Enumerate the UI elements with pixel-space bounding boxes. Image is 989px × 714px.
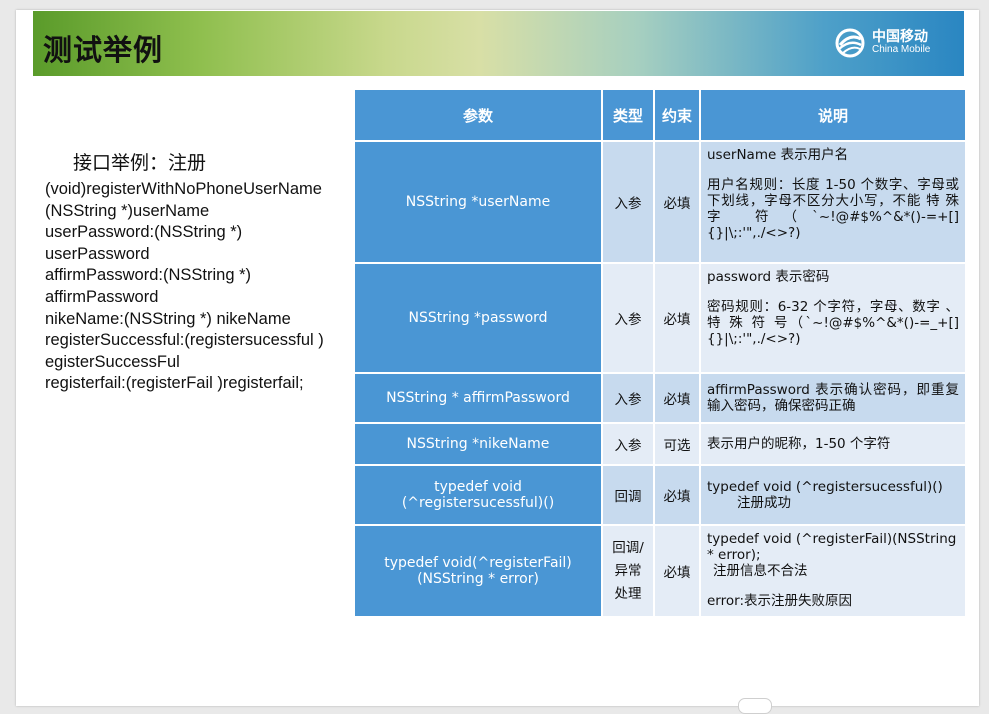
table-row: NSString *nikeName 入参 可选 表示用户的昵称，1-50 个字… bbox=[353, 422, 967, 466]
param-type: 入参 bbox=[601, 422, 655, 466]
description-line: 注册信息不合法 bbox=[713, 563, 808, 579]
interface-example-heading: 接口举例：注册 bbox=[73, 152, 207, 174]
param-constraint: 必填 bbox=[653, 140, 701, 264]
slide-title: 测试举例 bbox=[43, 33, 164, 67]
parameter-table: 参数 类型 约束 说明 NSString *userName 入参 必填 use… bbox=[353, 88, 967, 618]
table-header-row: 参数 类型 约束 说明 bbox=[353, 88, 967, 142]
china-mobile-logo-icon bbox=[835, 28, 865, 58]
table-row: NSString * affirmPassword 入参 必填 affirmPa… bbox=[353, 372, 967, 424]
table-row: typedef void (^registersucessful)() 回调 必… bbox=[353, 464, 967, 526]
table-row: typedef void(^registerFail) (NSString * … bbox=[353, 524, 967, 618]
logo-text-en: China Mobile bbox=[872, 44, 931, 55]
param-type: 回调/ 异常 处理 bbox=[601, 524, 655, 618]
code-line: nikeName:(NSString *) nikeName bbox=[45, 309, 291, 328]
param-name: NSString * affirmPassword bbox=[353, 372, 603, 424]
description-line: userName 表示用户名 bbox=[707, 147, 849, 163]
china-mobile-logo: 中国移动 China Mobile bbox=[834, 25, 940, 61]
description-line: 密码规则：6-32 个字符，字母、数字 、 特 殊 符 号（`~!@#$%^&*… bbox=[707, 299, 959, 347]
code-line: (NSString *)userName bbox=[45, 201, 210, 220]
description-line: affirmPassword 表示确认密码，即重复输入密码，确保密码正确 bbox=[707, 382, 959, 414]
code-line: egisterSuccessFul bbox=[45, 352, 180, 371]
param-description: password 表示密码 密码规则：6-32 个字符，字母、数字 、 特 殊 … bbox=[699, 262, 967, 374]
param-name: NSString *password bbox=[353, 262, 603, 374]
param-name: NSString *nikeName bbox=[353, 422, 603, 466]
param-constraint: 必填 bbox=[653, 464, 701, 526]
param-description: typedef void (^registerFail)(NSString * … bbox=[699, 524, 967, 618]
param-description: userName 表示用户名 用户名规则：长度 1-50 个数字、字母或下划线，… bbox=[699, 140, 967, 264]
description-line: error:表示注册失败原因 bbox=[707, 593, 852, 609]
param-description: 表示用户的昵称，1-50 个字符 bbox=[699, 422, 967, 466]
slide-header-banner: 测试举例 中国移动 China Mobile bbox=[33, 11, 964, 76]
code-line: userPassword:(NSString *) bbox=[45, 223, 243, 242]
param-type-line: 异常 bbox=[614, 562, 642, 579]
param-description: affirmPassword 表示确认密码，即重复输入密码，确保密码正确 bbox=[699, 372, 967, 424]
param-type: 入参 bbox=[601, 262, 655, 374]
code-line: (void)registerWithNoPhoneUserName bbox=[45, 180, 322, 198]
param-constraint: 必填 bbox=[653, 372, 701, 424]
param-type: 入参 bbox=[601, 140, 655, 264]
interface-example: 接口举例：注册 (void)registerWithNoPhoneUserNam… bbox=[45, 148, 357, 395]
code-line: userPassword bbox=[45, 244, 150, 263]
column-header-constraint: 约束 bbox=[653, 88, 701, 142]
table-row: NSString *password 入参 必填 password 表示密码 密… bbox=[353, 262, 967, 374]
param-type: 入参 bbox=[601, 372, 655, 424]
table-row: NSString *userName 入参 必填 userName 表示用户名 … bbox=[353, 140, 967, 264]
logo-text-cn: 中国移动 bbox=[872, 29, 928, 45]
param-constraint: 必填 bbox=[653, 524, 701, 618]
description-line: typedef void (^registerFail)(NSString * … bbox=[707, 531, 957, 563]
column-header-description: 说明 bbox=[699, 88, 967, 142]
code-line: affirmPassword:(NSString *) bbox=[45, 266, 252, 285]
page-indicator bbox=[738, 698, 772, 714]
param-constraint: 可选 bbox=[653, 422, 701, 466]
param-type: 回调 bbox=[601, 464, 655, 526]
description-line: 表示用户的昵称，1-50 个字符 bbox=[707, 436, 891, 452]
column-header-param: 参数 bbox=[353, 88, 603, 142]
description-line: typedef void (^registersucessful)() bbox=[707, 479, 943, 495]
code-line: registerfail:(registerFail )registerfail… bbox=[45, 374, 304, 393]
description-line: 注册成功 bbox=[737, 495, 791, 511]
param-type-line: 处理 bbox=[614, 585, 642, 602]
slide: 测试举例 中国移动 China Mobile 接口举例：注册 (void)reg… bbox=[16, 10, 979, 714]
param-description: typedef void (^registersucessful)() 注册成功 bbox=[699, 464, 967, 526]
param-type-line: 回调/ bbox=[612, 539, 644, 556]
description-line: password 表示密码 bbox=[707, 269, 830, 285]
param-constraint: 必填 bbox=[653, 262, 701, 374]
param-name: typedef void (^registersucessful)() bbox=[353, 464, 603, 526]
code-line: affirmPassword bbox=[45, 287, 159, 306]
param-name: NSString *userName bbox=[353, 140, 603, 264]
column-header-type: 类型 bbox=[601, 88, 655, 142]
param-name: typedef void(^registerFail) (NSString * … bbox=[353, 524, 603, 618]
description-line: 用户名规则：长度 1-50 个数字、字母或下划线，字母不区分大小写，不能 特 殊… bbox=[707, 177, 959, 241]
code-line: registerSuccessful:(registersucessful ) bbox=[45, 331, 324, 350]
